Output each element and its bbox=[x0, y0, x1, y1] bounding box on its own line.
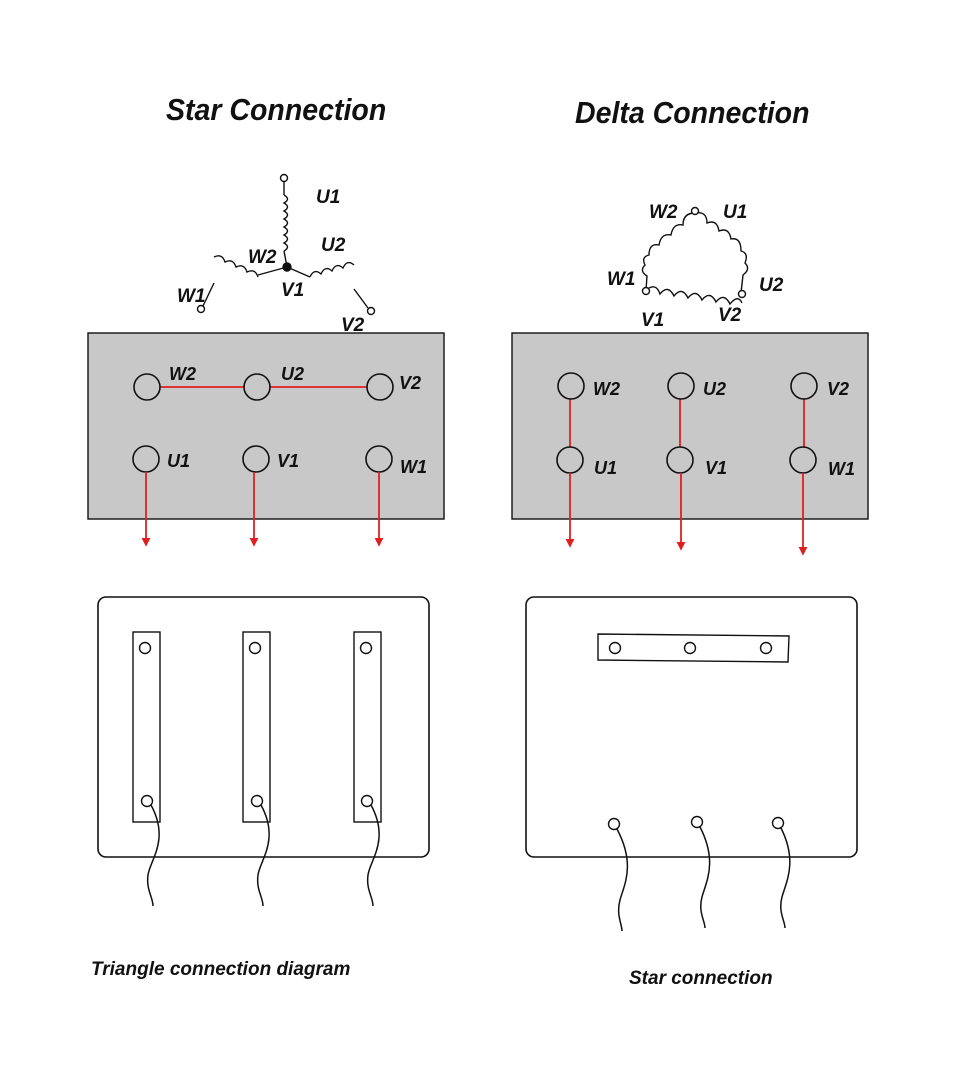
delta-schematic bbox=[641, 206, 749, 306]
triangle-connection-caption: Triangle connection diagram bbox=[91, 959, 351, 980]
star-output-arrows bbox=[141, 472, 384, 547]
delta-label-u2: U2 bbox=[759, 275, 784, 296]
star-terminal-label-w1: W1 bbox=[400, 457, 427, 477]
delta-label-u1: U1 bbox=[723, 202, 747, 223]
delta-label-v1: V1 bbox=[641, 310, 664, 331]
star-label-w1: W1 bbox=[177, 286, 206, 307]
star-label-v1: V1 bbox=[281, 280, 304, 301]
star-label-w2: W2 bbox=[248, 247, 277, 268]
delta-label-w2: W2 bbox=[649, 202, 678, 223]
star-label-v2: V2 bbox=[341, 315, 365, 336]
delta-terminals bbox=[556, 372, 818, 474]
star-schematic bbox=[196, 173, 376, 316]
delta-label-w1: W1 bbox=[607, 269, 636, 290]
star-terminal-label-u2: U2 bbox=[281, 364, 304, 384]
delta-output-arrows bbox=[565, 473, 808, 556]
delta-terminal-label-w2: W2 bbox=[593, 379, 620, 399]
delta-terminal-label-u1: U1 bbox=[594, 458, 617, 478]
star-connection-caption: Star connection bbox=[629, 968, 773, 989]
star-label-u1: U1 bbox=[316, 187, 340, 208]
star-terminal-label-v1: V1 bbox=[277, 451, 299, 471]
star-terminal-panel bbox=[87, 332, 445, 520]
delta-links bbox=[569, 399, 805, 447]
star-terminal-label-u1: U1 bbox=[167, 451, 190, 471]
delta-terminal-label-v2: V2 bbox=[827, 379, 849, 399]
star-lead-wires bbox=[616, 826, 791, 932]
delta-terminal-panel bbox=[511, 332, 869, 520]
triangle-lead-wires bbox=[146, 804, 380, 907]
star-label-u2: U2 bbox=[321, 235, 346, 256]
delta-terminal-label-v1: V1 bbox=[705, 458, 727, 478]
star-horizontal-link bbox=[597, 633, 790, 831]
star-terminal-label-v2: V2 bbox=[399, 373, 421, 393]
triangle-vertical-links bbox=[132, 631, 382, 823]
delta-terminal-label-u2: U2 bbox=[703, 379, 726, 399]
star-terminals bbox=[132, 373, 394, 473]
star-connection-title: Star Connection bbox=[166, 92, 387, 127]
delta-connection-title: Delta Connection bbox=[575, 95, 810, 130]
delta-label-v2: V2 bbox=[718, 305, 742, 326]
delta-terminal-label-w1: W1 bbox=[828, 459, 855, 479]
star-terminal-label-w2: W2 bbox=[169, 364, 196, 384]
